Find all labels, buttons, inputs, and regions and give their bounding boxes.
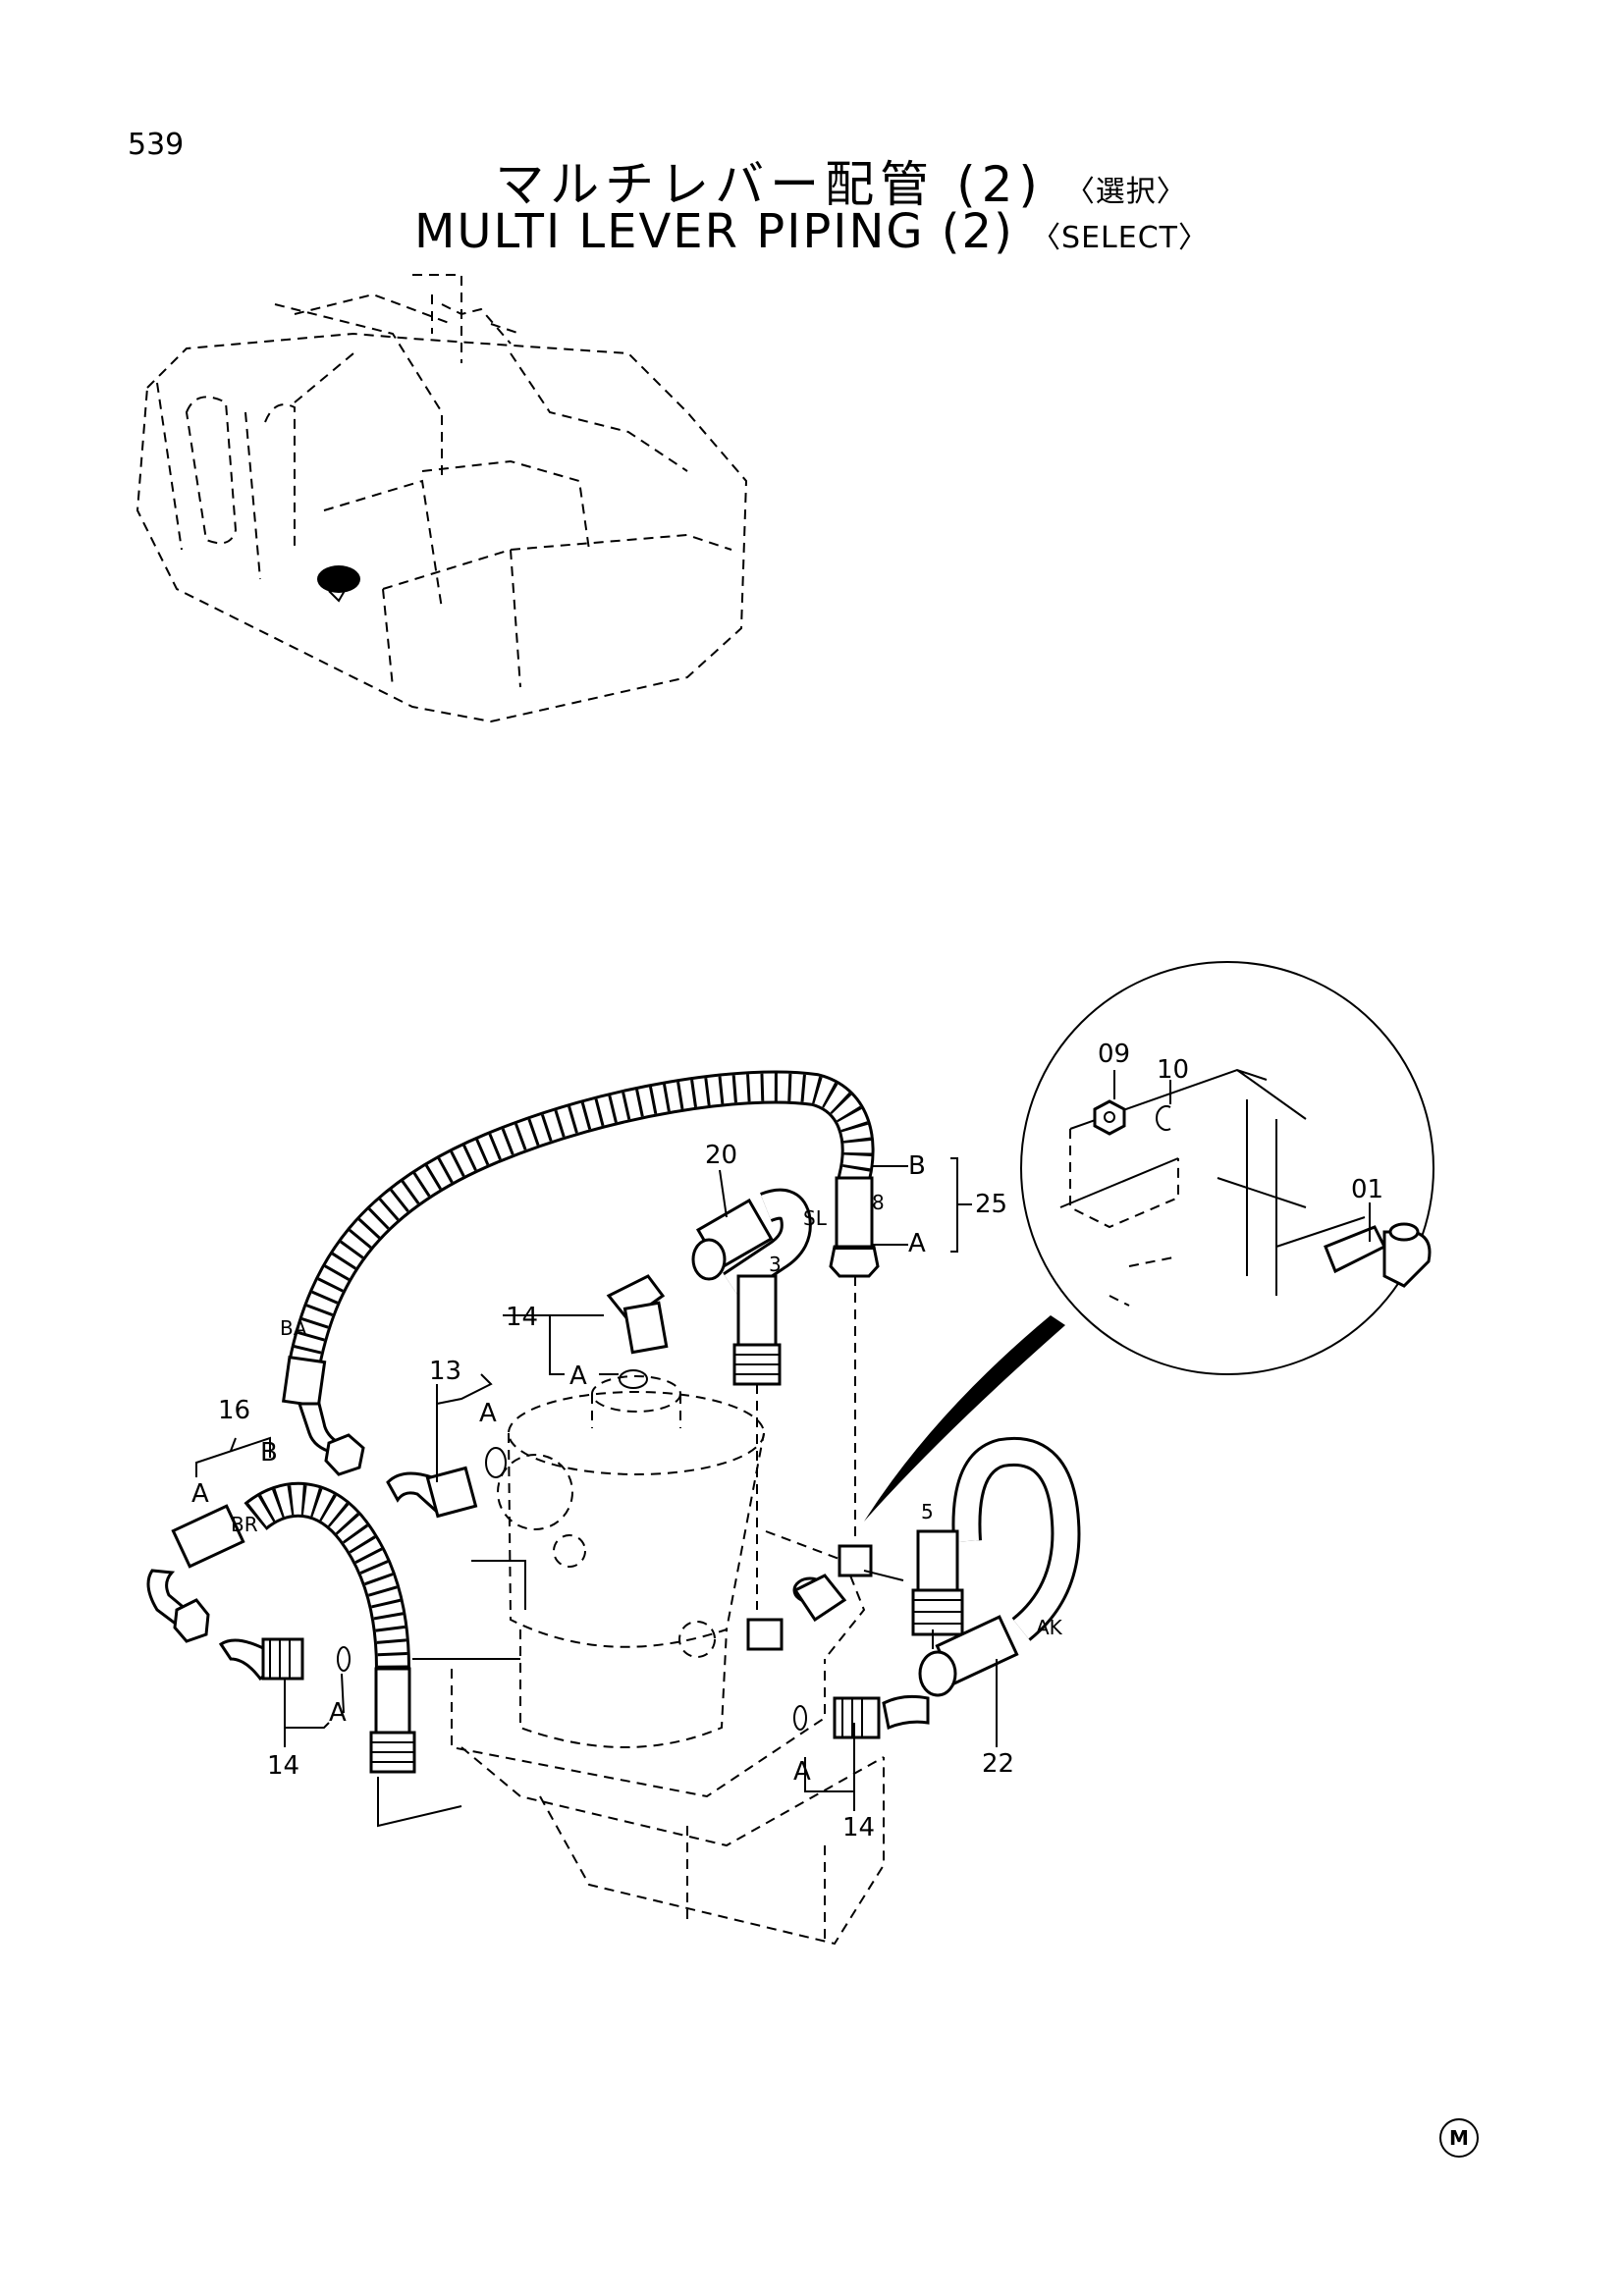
fitting-8: [836, 1246, 875, 1577]
title-jp-suffix: 〈選択〉: [1064, 175, 1187, 209]
callout-01: 01: [1351, 1175, 1383, 1204]
label-a-16: A: [191, 1479, 209, 1509]
label-a-14-bottom: A: [793, 1757, 811, 1787]
label-br: BR: [231, 1513, 258, 1536]
label-b-16: B: [260, 1438, 278, 1468]
callout-5: 5: [921, 1500, 934, 1523]
label-a-14-top: A: [569, 1362, 587, 1391]
label-b-25: B: [908, 1151, 926, 1181]
elbow-fitting-14-top: [606, 1274, 669, 1389]
elbow-fitting-13: [386, 1447, 507, 1519]
detail-view-circle: [1020, 961, 1434, 1375]
callout-09: 09: [1098, 1040, 1130, 1069]
title-en-suffix: 〈SELECT〉: [1031, 221, 1210, 255]
machine-overview-sketch: [135, 274, 748, 723]
label-ak: AK: [1036, 1616, 1063, 1639]
callout-16: 16: [218, 1396, 250, 1425]
label-a-13: A: [479, 1399, 497, 1428]
title-jp-text: マルチレバー配管 (2): [495, 156, 1044, 213]
callout-14-bottom: 14: [842, 1813, 875, 1842]
title-english: MULTI LEVER PIPING (2) 〈SELECT〉: [0, 204, 1623, 259]
label-sl: SL: [803, 1206, 828, 1230]
callout-14-left: 14: [267, 1751, 299, 1781]
callout-25: 25: [975, 1190, 1007, 1219]
detail-pointer: [864, 1315, 1065, 1522]
hose-br: [146, 1481, 416, 1774]
hose-ak: [793, 1436, 1081, 1739]
title-en-text: MULTI LEVER PIPING (2): [413, 204, 1014, 259]
callout-3: 3: [769, 1253, 782, 1276]
callout-10: 10: [1157, 1055, 1189, 1085]
title-japanese: マルチレバー配管 (2) 〈選択〉: [0, 145, 1623, 216]
hose-ba: [282, 1070, 880, 1476]
valve-port-fittings: [746, 1574, 847, 1651]
callout-20: 20: [705, 1141, 737, 1170]
callout-22: 22: [982, 1749, 1014, 1779]
callout-8: 8: [872, 1191, 885, 1214]
label-ba: BA: [280, 1316, 307, 1340]
callout-14-top: 14: [506, 1303, 538, 1332]
footer-mark: M: [1439, 2118, 1479, 2158]
label-a-25: A: [908, 1229, 926, 1258]
elbow-fitting-14-left: [218, 1637, 351, 1682]
leader-lines: [195, 1157, 998, 1828]
label-a-14-left: A: [329, 1698, 347, 1728]
callout-13: 13: [429, 1357, 461, 1386]
page-number: 539: [128, 128, 185, 162]
multi-lever-valve: [451, 1375, 885, 1946]
hose-sl: [691, 1188, 812, 1610]
